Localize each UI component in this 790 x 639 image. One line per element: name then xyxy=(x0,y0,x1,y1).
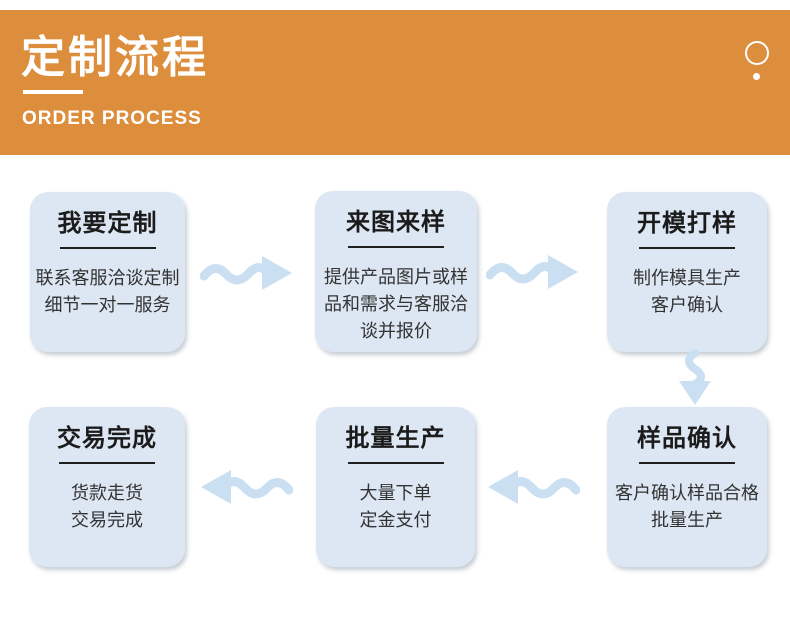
step-divider xyxy=(348,246,444,248)
dot-icon xyxy=(753,73,760,80)
arrow-left-icon xyxy=(199,465,293,509)
step-title: 样品确认 xyxy=(637,425,737,452)
step-description: 客户确认样品合格 批量生产 xyxy=(615,483,759,530)
step-divider xyxy=(59,462,155,464)
arrow-down-icon xyxy=(676,349,714,408)
step-divider xyxy=(639,462,735,464)
step-box-2: 来图来样 提供产品图片或样 品和需求与客服洽 谈并报价 xyxy=(315,191,477,352)
step-description: 提供产品图片或样 品和需求与客服洽 谈并报价 xyxy=(324,267,468,341)
step-description: 货款走货 交易完成 xyxy=(71,483,143,530)
step-title: 交易完成 xyxy=(57,425,157,452)
step-title: 批量生产 xyxy=(345,425,446,452)
step-divider xyxy=(639,247,735,249)
step-box-3: 开模打样 制作模具生产 客户确认 xyxy=(607,192,767,352)
step-title: 开模打样 xyxy=(637,210,737,237)
page-subtitle: ORDER PROCESS xyxy=(22,108,202,129)
step-divider xyxy=(59,247,156,249)
step-box-1: 我要定制 联系客服洽谈定制 细节一对一服务 xyxy=(30,192,185,352)
step-box-4: 样品确认 客户确认样品合格 批量生产 xyxy=(607,407,767,567)
page-title: 定制流程 xyxy=(21,33,209,82)
step-box-5: 批量生产 大量下单 定金支付 xyxy=(316,407,475,567)
header-banner: 定制流程 ORDER PROCESS xyxy=(0,10,790,155)
step-box-6: 交易完成 货款走货 交易完成 xyxy=(29,407,185,567)
step-title: 我要定制 xyxy=(57,210,158,237)
step-description: 联系客服洽谈定制 细节一对一服务 xyxy=(35,268,180,315)
arrow-right-icon xyxy=(200,251,294,295)
step-description: 制作模具生产 客户确认 xyxy=(633,268,741,315)
circle-dot-icon xyxy=(744,41,770,83)
arrow-right-icon xyxy=(486,250,580,294)
step-divider xyxy=(347,462,444,464)
step-title: 来图来样 xyxy=(346,209,446,236)
circle-outline-icon xyxy=(745,41,769,65)
title-underline xyxy=(23,90,83,94)
arrow-left-icon xyxy=(486,465,580,509)
step-description: 大量下单 定金支付 xyxy=(359,483,432,530)
